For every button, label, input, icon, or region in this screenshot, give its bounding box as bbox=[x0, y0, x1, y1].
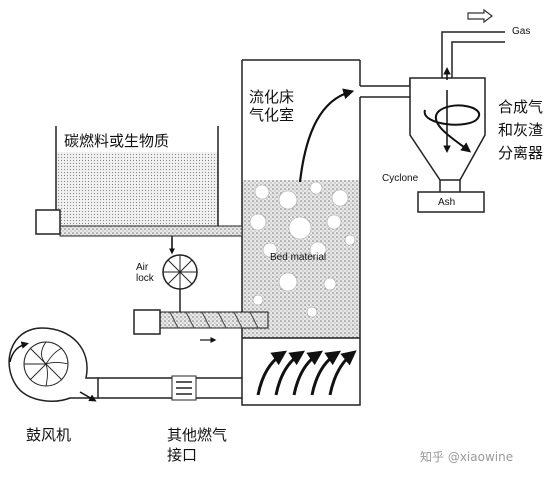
gasifier-label-line2: 气化室 bbox=[249, 106, 295, 124]
hopper-screw-feeder bbox=[35, 209, 243, 237]
inlet-label-line1: 其他燃气 bbox=[167, 426, 228, 444]
airlock-label-line1: Air bbox=[136, 262, 149, 273]
rising-gas-arrow-icon bbox=[298, 88, 355, 183]
separator-label-line2: 和灰渣 bbox=[498, 121, 544, 139]
gas-outlet-pipe bbox=[441, 31, 505, 88]
fuel-hopper bbox=[55, 126, 219, 233]
gas-inlet-port bbox=[171, 375, 197, 401]
airlock-label-line2: lock bbox=[136, 273, 154, 284]
lower-screw-feeder bbox=[133, 309, 269, 335]
bed-material-label: Bed material bbox=[270, 252, 327, 263]
inlet-label-line2: 接口 bbox=[167, 446, 198, 464]
gas-label: Gas bbox=[512, 26, 531, 37]
gas-arrow-icon bbox=[467, 8, 493, 24]
ash-label: Ash bbox=[438, 197, 456, 208]
blower-label: 鼓风机 bbox=[26, 426, 72, 444]
hopper-label: 碳燃料或生物质 bbox=[64, 132, 170, 150]
air-lock-valve bbox=[162, 254, 198, 290]
watermark: 知乎 @xiaowine bbox=[420, 450, 514, 464]
separator-label-line1: 合成气 bbox=[498, 98, 544, 116]
gasifier-label-line1: 流化床 bbox=[249, 88, 295, 106]
blower-exhaust-arrow-icon bbox=[79, 391, 97, 402]
air-duct bbox=[98, 377, 242, 399]
cyclone-swirl bbox=[423, 67, 481, 153]
blower-arrow-icon bbox=[9, 341, 29, 363]
air-flow-arrows-icon bbox=[256, 350, 357, 396]
blower-fan bbox=[8, 327, 99, 402]
separator-label-line3: 分离器 bbox=[498, 144, 544, 162]
cyclone-label: Cyclone bbox=[382, 173, 419, 184]
